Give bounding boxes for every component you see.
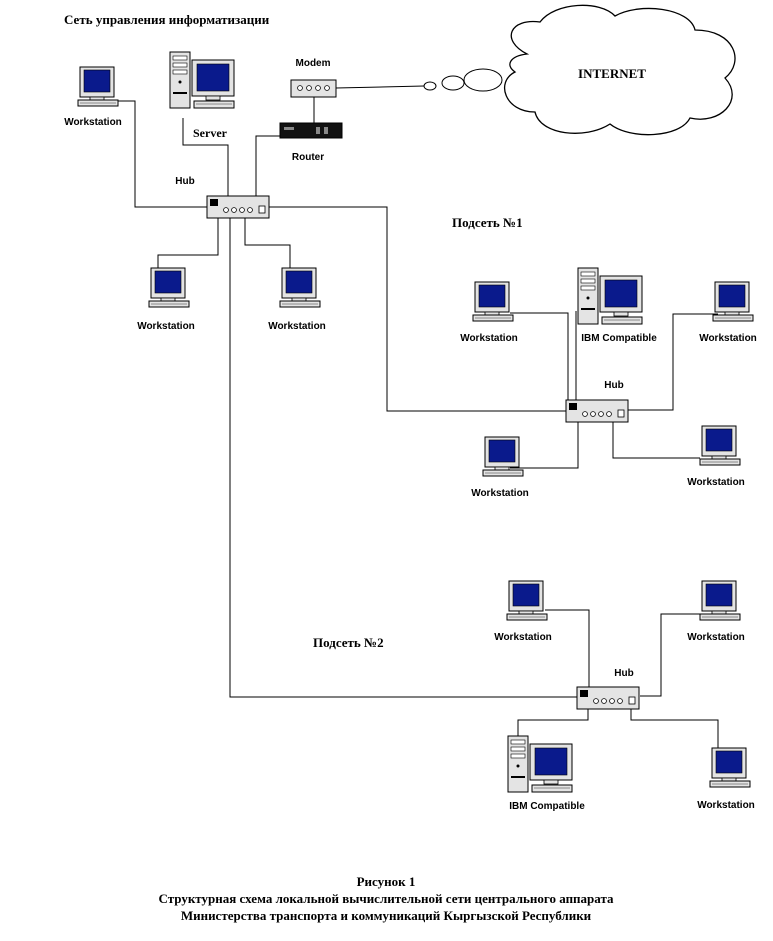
ibm-compatible-label: IBM Compatible: [509, 801, 585, 812]
hub-subnet1: Hub: [565, 380, 629, 423]
workstation-subnet2-2: Workstation: [687, 580, 745, 643]
caption-line2: Структурная схема локальной вычислительн…: [159, 891, 614, 906]
connection-lines: [118, 68, 719, 748]
workstation-label: Workstation: [460, 333, 518, 344]
server-label: Server: [193, 126, 228, 140]
workstation-label: Workstation: [471, 488, 529, 499]
workstation-subnet2-3: Workstation: [697, 747, 755, 811]
modem-label: Modem: [296, 58, 331, 69]
subnet1-label: Подсеть №1: [452, 215, 523, 230]
workstation-main-3: Workstation: [268, 267, 326, 332]
workstation-label: Workstation: [494, 632, 552, 643]
diagram-title: Сеть управления информатизации: [64, 12, 270, 27]
workstation-label: Workstation: [687, 632, 745, 643]
caption-line1: Рисунок 1: [357, 874, 416, 889]
caption-line3: Министерства транспорта и коммуникаций К…: [181, 908, 592, 923]
hub-main: Hub: [175, 176, 270, 219]
hub-label: Hub: [175, 176, 194, 187]
router-label: Router: [292, 152, 324, 163]
workstation-label: Workstation: [687, 477, 745, 488]
modem: Modem: [290, 58, 425, 98]
workstation-subnet2-1: Workstation: [494, 580, 552, 643]
workstation-label: Workstation: [64, 117, 122, 128]
workstation-subnet1-4: Workstation: [687, 425, 745, 488]
workstation-label: Workstation: [268, 321, 326, 332]
workstation-main-1: Workstation: [64, 66, 122, 128]
workstation-label: Workstation: [137, 321, 195, 332]
ibm-compatible-subnet2: IBM Compatible: [507, 735, 585, 812]
router: Router: [279, 122, 343, 163]
workstation-subnet1-2: Workstation: [699, 281, 757, 344]
workstation-label: Workstation: [697, 800, 755, 811]
server: Server: [169, 51, 235, 140]
hub-label: Hub: [614, 668, 633, 679]
workstation-subnet1-3: Workstation: [471, 436, 529, 499]
ibm-compatible-label: IBM Compatible: [581, 333, 657, 344]
internet-cloud: INTERNET: [504, 4, 736, 136]
workstation-main-2: Workstation: [137, 267, 195, 332]
internet-label: INTERNET: [578, 66, 646, 81]
ibm-compatible-subnet1: IBM Compatible: [577, 267, 657, 344]
hub-label: Hub: [604, 380, 623, 391]
workstation-subnet1-1: Workstation: [460, 281, 518, 344]
hub-subnet2: Hub: [576, 668, 640, 710]
subnet2-label: Подсеть №2: [313, 635, 384, 650]
workstation-label: Workstation: [699, 333, 757, 344]
